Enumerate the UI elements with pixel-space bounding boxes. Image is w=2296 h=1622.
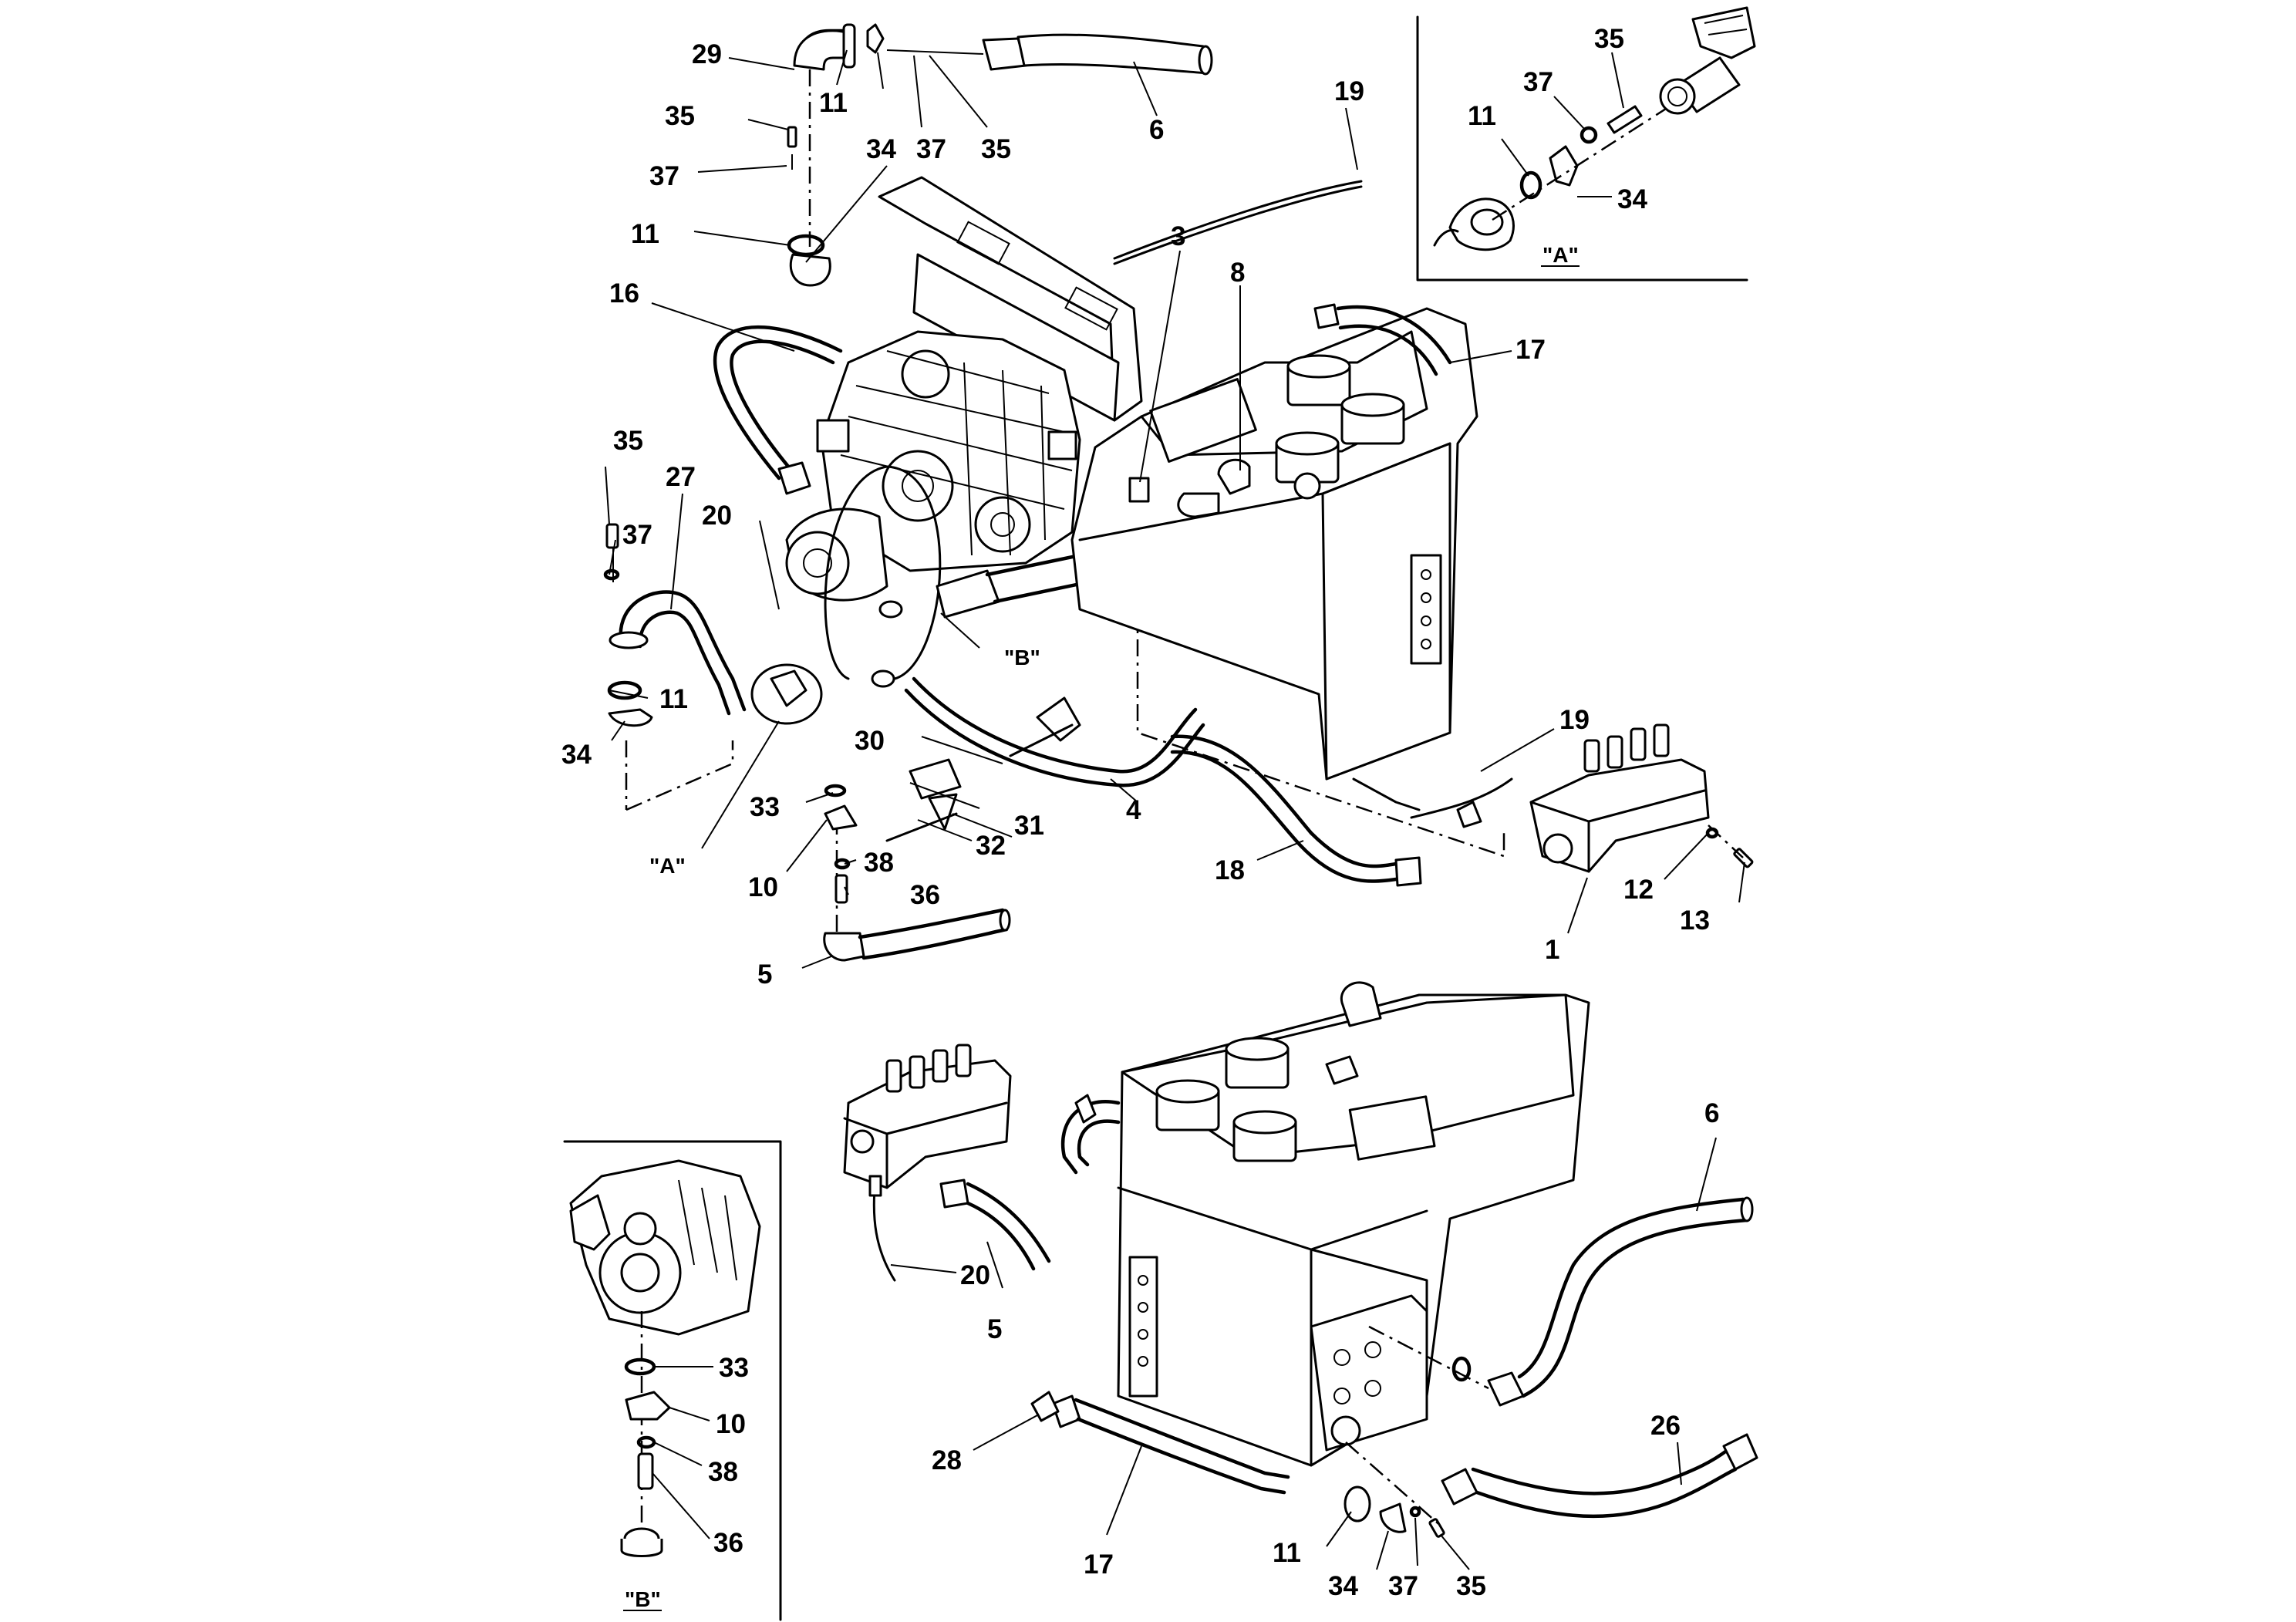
callout-36: 36 [910,880,940,910]
lower-leaders [890,1137,1717,1570]
callout-35: 35 [981,134,1011,164]
callout-37: 37 [622,520,652,550]
callout-b-33: 33 [719,1353,749,1383]
callout-19: 19 [1334,76,1364,106]
callout-11: 11 [631,219,659,249]
callout-33: 33 [750,792,780,822]
section-ref-a: "A" [649,854,686,878]
callout-37: 37 [916,134,946,164]
callout-5: 5 [757,959,772,990]
callout-30: 30 [855,726,885,756]
callout-b-10: 10 [716,1409,746,1439]
callout-34: 34 [866,134,896,164]
callout-37: 37 [1388,1571,1418,1601]
callout-1: 1 [1545,935,1559,965]
callout-28: 28 [932,1445,962,1475]
callout-5: 5 [987,1314,1002,1344]
callout-b-36: 36 [713,1528,743,1558]
callout-31: 31 [1014,811,1044,841]
callout-29: 29 [692,39,722,69]
callout-17: 17 [1515,335,1546,365]
callout-11: 11 [659,684,688,714]
upper-leaders [605,49,1745,969]
callout-11: 11 [819,88,848,118]
callout-a-35: 35 [1594,24,1624,54]
section-ref-b: "B" [1004,646,1040,669]
section-label-b: "B" [625,1587,661,1611]
detail-a-inset: 11 37 35 34 "A" [1416,6,1756,282]
callout-a-37: 37 [1523,67,1553,97]
callout-6: 6 [1149,115,1164,145]
callout-32: 32 [976,831,1006,861]
callout-17: 17 [1084,1549,1114,1580]
callout-18: 18 [1215,855,1245,885]
callout-20: 20 [960,1260,990,1290]
callout-13: 13 [1680,905,1710,936]
filter-housings [1275,354,1405,500]
section-label-a: "A" [1542,243,1579,267]
filter-housings-lower [1155,981,1382,1162]
callout-3: 3 [1171,221,1185,251]
callout-labels: 29 11 34 37 35 6 35 37 11 16 19 3 8 17 3… [561,39,1719,1601]
callout-b-38: 38 [708,1457,738,1487]
lower-assembly [843,981,1758,1538]
callout-26: 26 [1650,1411,1681,1441]
detail-b-inset: 33 10 38 36 "B" [563,1140,782,1621]
callout-35: 35 [1456,1571,1486,1601]
callout-16: 16 [609,278,639,309]
callout-35: 35 [613,426,643,456]
callout-34: 34 [1328,1571,1358,1601]
callout-37: 37 [649,161,679,191]
callout-6: 6 [1704,1098,1719,1128]
callout-34: 34 [561,740,592,770]
callout-35: 35 [665,101,695,131]
callout-38: 38 [864,848,894,878]
callout-19: 19 [1559,705,1590,735]
callout-11: 11 [1273,1538,1301,1568]
callout-8: 8 [1230,258,1245,288]
upper-assembly [603,23,1754,962]
callout-27: 27 [666,462,696,492]
callout-12: 12 [1623,875,1654,905]
callout-4: 4 [1126,795,1141,825]
callout-a-11: 11 [1468,101,1496,131]
callout-20: 20 [702,501,732,531]
callout-10: 10 [748,872,778,902]
callout-a-34: 34 [1617,184,1647,214]
